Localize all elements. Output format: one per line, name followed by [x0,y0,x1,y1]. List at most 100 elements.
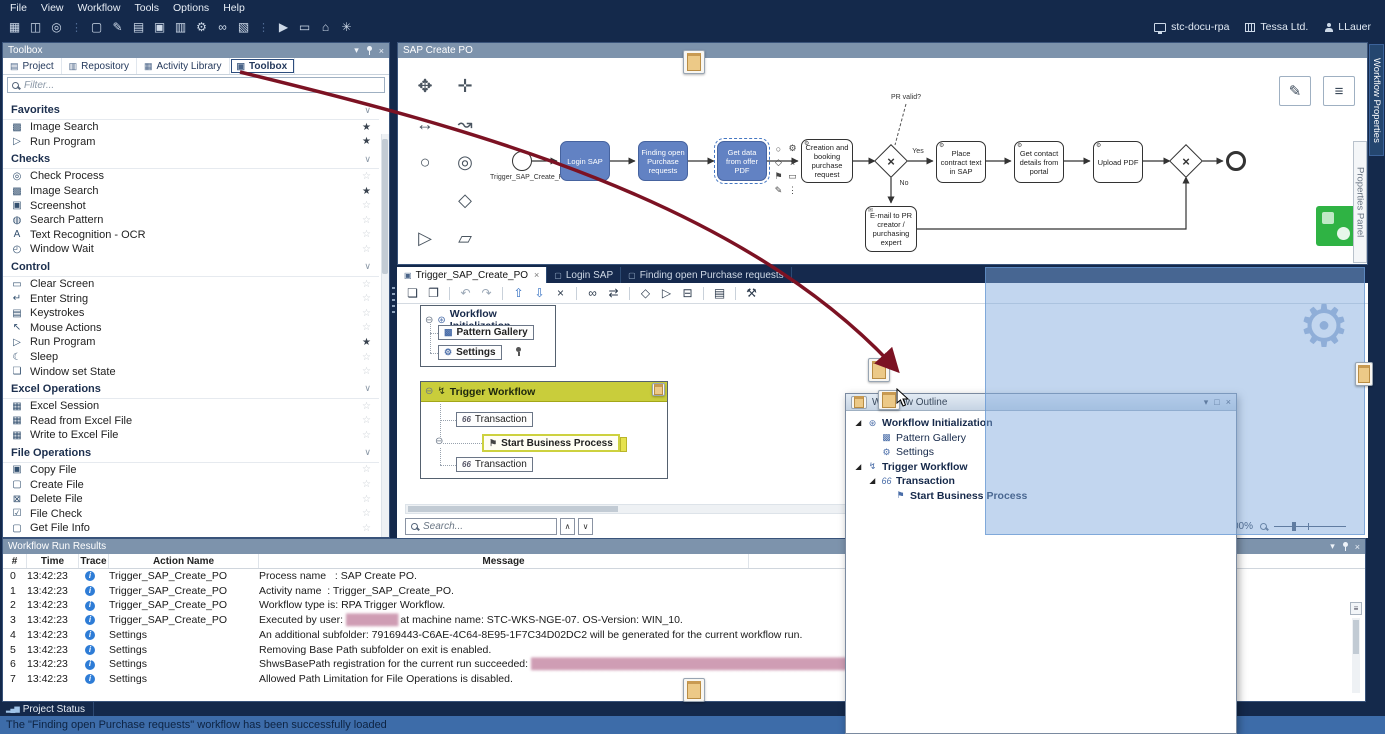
dock-guide-center-icon[interactable] [868,358,890,382]
task-email-to-pr-creator[interactable]: E-mail to PR creator / purchasing expert [865,206,917,252]
scrollbar-track[interactable] [1352,618,1360,693]
start-event[interactable] [512,151,532,171]
toolbox-item-keystrokes[interactable]: ▤Keystrokes☆ [3,306,379,321]
toolbox-item-image-search[interactable]: ▩Image Search★ [3,120,379,135]
menu-view[interactable]: View [35,2,70,14]
map-tool-icon[interactable]: ▱ [446,220,484,256]
window-position-icon[interactable]: ▾ [1330,541,1335,552]
toolbox-item-check-process[interactable]: ◎Check Process☆ [3,169,379,184]
toolbox-tab-activity-library[interactable]: ▦Activity Library [137,58,230,74]
toolbox-item-mouse-actions[interactable]: ↖Mouse Actions☆ [3,321,379,336]
toolbox-item-write-to-excel-file[interactable]: ▦Write to Excel File☆ [3,428,379,443]
user-indicator[interactable]: LLauer [1324,21,1371,33]
favorite-star-icon[interactable]: ★ [362,122,371,133]
toolbox-item-sleep[interactable]: ☾Sleep☆ [3,350,379,365]
more-options-icon[interactable]: ⋮ [786,184,799,197]
task-creation-and-booking[interactable]: Creation and booking purchase request [801,139,853,183]
breakpoint-icon[interactable]: ◇ [636,286,655,300]
search-next-button[interactable]: ∨ [578,518,593,535]
close-icon[interactable]: × [1355,542,1360,552]
collapse-icon[interactable]: ⊖ [435,437,443,447]
favorite-star-icon[interactable]: ☆ [362,200,371,211]
menu-workflow[interactable]: Workflow [72,2,127,14]
home-icon[interactable]: ⌂ [315,20,336,34]
connector-tool-icon[interactable]: ↝ [446,106,484,142]
toolbox-item-image-search[interactable]: ▩Image Search★ [3,184,379,199]
toolbox-item-clear-screen[interactable]: ▭Clear Screen☆ [3,277,379,292]
favorite-star-icon[interactable]: ☆ [362,494,371,505]
copy-icon[interactable]: ▣ [149,20,170,34]
toolbox-tab-repository[interactable]: ▥Repository [62,58,137,74]
task-place-contract-text[interactable]: Place contract text in SAP [936,141,986,183]
pin-icon[interactable] [365,46,373,55]
expander-icon[interactable]: ◢ [854,419,863,427]
toolbox-section-file-operations[interactable]: File Operations∨ [3,443,379,463]
favorite-star-icon[interactable]: ☆ [362,244,371,255]
toolbox-section-excel-operations[interactable]: Excel Operations∨ [3,379,379,399]
new-workflow-icon[interactable]: ▦ [4,20,25,34]
drag-ghost-icon[interactable] [878,390,900,410]
task-login-sap[interactable]: Login SAP [560,141,610,181]
window-position-icon[interactable]: ▾ [354,45,359,56]
gateway-merge[interactable]: × [1169,144,1203,178]
end-event[interactable] [1226,151,1246,171]
scrollbar-thumb[interactable] [1353,620,1359,654]
print-icon[interactable]: ▤ [710,286,729,300]
editor-tab-finding-open-purchase-requests[interactable]: ▢Finding open Purchase requests [621,267,792,283]
toolbox-item-enter-string[interactable]: ↵Enter String☆ [3,291,379,306]
toolbox-item-window-set-state[interactable]: ❏Window set State☆ [3,364,379,379]
copy-icon[interactable]: ❏ [403,286,422,300]
toolbox-item-text-recognition-ocr[interactable]: AText Recognition - OCR☆ [3,228,379,243]
circle-tool-icon[interactable]: ○ [406,144,444,180]
favorite-star-icon[interactable]: ☆ [362,366,371,377]
validate-icon[interactable]: ◎ [46,20,67,34]
company-indicator[interactable]: Tessa Ltd. [1245,21,1308,33]
workflow-initialization-block[interactable]: ⊖ ⊛ Workflow Initialization ▩ Pattern Ga… [420,305,556,367]
editor-tab-login-sap[interactable]: ▢Login SAP [547,267,621,283]
toolbox-item-file-check[interactable]: ☑File Check☆ [3,506,379,521]
move-up-icon[interactable]: ⇧ [509,286,528,300]
edit-node-icon[interactable]: ✎ [772,184,785,197]
new-item-icon[interactable]: ✳ [336,20,357,34]
favorite-star-icon[interactable]: ☆ [362,293,371,304]
menu-tools[interactable]: Tools [128,2,165,14]
column-time[interactable]: Time [27,554,79,568]
session-indicator[interactable]: stc-docu-rpa [1154,21,1229,33]
menu-help[interactable]: Help [217,2,251,14]
transaction-activity[interactable]: 66 Transaction [456,457,533,472]
favorite-star-icon[interactable]: ☆ [362,479,371,490]
pattern-gallery-activity[interactable]: ▩ Pattern Gallery [438,325,534,340]
new-file-icon[interactable]: ▢ [86,20,107,34]
play-tool-icon[interactable]: ▷ [406,220,444,256]
toolbox-item-run-program[interactable]: ▷Run Program★ [3,135,379,150]
menu-file[interactable]: File [4,2,33,14]
annotation-icon[interactable]: ▭ [786,170,799,183]
run-icon[interactable]: ▷ [657,286,676,300]
crosshair-tool-icon[interactable]: ✛ [446,68,484,104]
column-message[interactable]: Message [259,554,749,568]
favorite-star-icon[interactable]: ☆ [362,508,371,519]
toolbox-item-read-from-excel-file[interactable]: ▦Read from Excel File☆ [3,414,379,429]
favorite-star-icon[interactable]: ☆ [362,308,371,319]
toolbox-scrollbar[interactable] [381,134,389,537]
project-status-tab[interactable]: ▂▄▆ Project Status [0,702,94,716]
column-trace[interactable]: Trace [79,554,109,568]
dock-mini-icon[interactable] [652,383,665,396]
toolbox-item-search-pattern[interactable]: ◍Search Pattern☆ [3,213,379,228]
append-event-icon[interactable]: ○ [772,142,785,155]
layout-icon[interactable]: ▥ [170,20,191,34]
toolbox-section-checks[interactable]: Checks∨ [3,149,379,169]
canvas-menu-button[interactable]: ≡ [1323,76,1355,106]
favorite-star-icon[interactable]: ☆ [362,464,371,475]
toolbox-item-window-wait[interactable]: ◴Window Wait☆ [3,242,379,257]
swap-icon[interactable]: ⇄ [604,286,623,300]
editor-tab-trigger-sap-create-po[interactable]: ▣Trigger_SAP_Create_PO× [397,267,547,283]
toolbox-item-excel-session[interactable]: ▦Excel Session☆ [3,399,379,414]
gateway-pr-valid[interactable]: × [874,144,908,178]
expander-icon[interactable]: ◢ [854,463,863,471]
editor-search-input[interactable]: Search... [405,518,557,535]
delete-icon[interactable]: × [551,286,570,300]
save-icon[interactable]: ◫ [25,20,46,34]
column-index[interactable]: # [3,554,27,568]
scrollbar-thumb[interactable] [382,139,388,274]
